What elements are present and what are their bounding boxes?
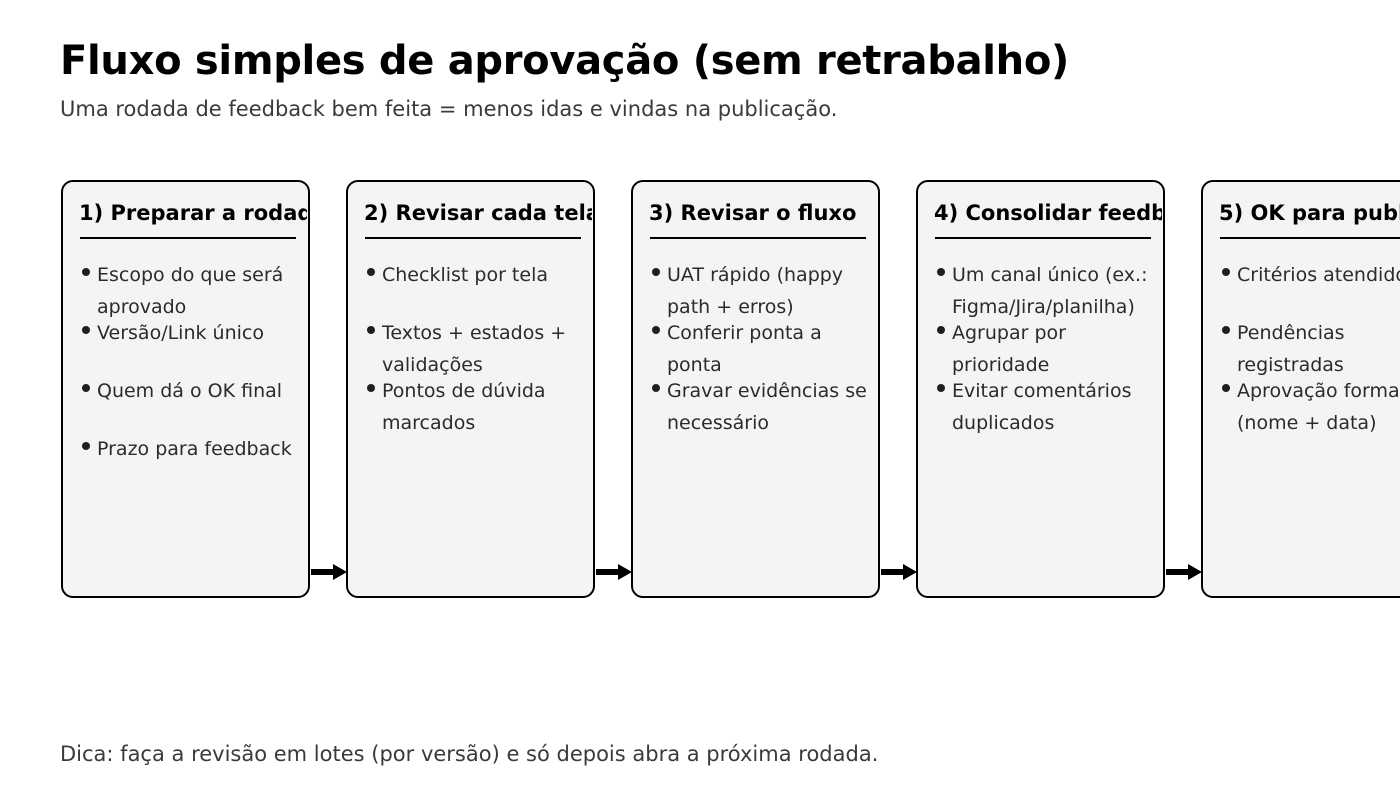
flow-step-divider (1220, 237, 1400, 239)
flow-step-bullet-label: Textos + estados + validações (382, 322, 567, 376)
flow-step-card-body: 5) OK para publicarCritérios atendidosPe… (1203, 182, 1400, 595)
flow-step-bullet: Gravar evidências se necessário (649, 375, 867, 439)
flow-step-bullet: Escopo do que será aprovado (79, 259, 297, 323)
flow-step-bullet-label: Conferir ponta a ponta (667, 322, 822, 376)
flow-step-bullet: Aprovação formal (nome + data) (1219, 375, 1400, 439)
flow-step-bullet: Prazo para feedback (79, 433, 297, 497)
flow-step-bullet-label: Evitar comentários duplicados (952, 380, 1132, 434)
flow-step-title: 2) Revisar cada tela (364, 201, 592, 225)
flow-step-divider (650, 237, 866, 239)
flow-step-title: 1) Preparar a rodada (79, 201, 307, 225)
flow-step-bullet: Textos + estados + validações (364, 317, 582, 381)
flow-step-card-body: 4) Consolidar feedback Um canal único (ex… (918, 182, 1162, 595)
page-subtitle: Uma rodada de feedback bem feita = menos… (60, 97, 838, 121)
bullet-dot-icon (652, 268, 660, 276)
flow-step-bullet-label: Critérios atendidos (1237, 264, 1400, 286)
flow-step-bullet: Critérios atendidos (1219, 259, 1400, 323)
flow-step-bullet: Pendências registradas (1219, 317, 1400, 381)
flow-step-bullet-label: Aprovação formal (nome + data) (1237, 380, 1400, 434)
bullet-dot-icon (1222, 268, 1230, 276)
bullet-dot-icon (367, 268, 375, 276)
flow-step-bullet: Evitar comentários duplicados (934, 375, 1152, 439)
flow-step-divider (80, 237, 296, 239)
bullet-dot-icon (652, 384, 660, 392)
flow-step-bullet-label: Pendências registradas (1237, 322, 1345, 376)
flow-step-card-5: 5) OK para publicarCritérios atendidosPe… (1201, 180, 1400, 598)
bullet-dot-icon (1222, 326, 1230, 334)
bullet-dot-icon (367, 384, 375, 392)
flow-step-title: 4) Consolidar feedback (934, 201, 1162, 225)
flow-step-bullet-label: Gravar evidências se necessário (667, 380, 867, 434)
flow-step-bullet-label: Agrupar por prioridade (952, 322, 1066, 376)
bullet-dot-icon (937, 268, 945, 276)
bullet-dot-icon (82, 326, 90, 334)
bullet-dot-icon (1222, 384, 1230, 392)
flow-step-title: 3) Revisar o fluxo (649, 201, 857, 225)
flow-step-bullet-list: Um canal único (ex.: Figma/Jira/planilha… (934, 259, 1152, 579)
bullet-dot-icon (652, 326, 660, 334)
bullet-dot-icon (82, 268, 90, 276)
bullet-dot-icon (82, 384, 90, 392)
arrow-right-icon (596, 564, 632, 580)
arrow-right-icon (1166, 564, 1202, 580)
bullet-dot-icon (367, 326, 375, 334)
flow-step-bullet-list: UAT rápido (happy path + erros)Conferir … (649, 259, 867, 579)
flow-step-bullet: Conferir ponta a ponta (649, 317, 867, 381)
arrow-right-icon (881, 564, 917, 580)
flow-step-bullet: Versão/Link único (79, 317, 297, 381)
flow-step-bullet: Pontos de dúvida marcados (364, 375, 582, 439)
flow-step-bullet: Checklist por tela (364, 259, 582, 323)
flow-step-bullet: UAT rápido (happy path + erros) (649, 259, 867, 323)
flow-step-bullet-label: Escopo do que será aprovado (97, 264, 284, 318)
flow-step-bullet-label: Um canal único (ex.: Figma/Jira/planilha… (952, 264, 1148, 318)
bullet-dot-icon (82, 442, 90, 450)
page-footnote: Dica: faça a revisão em lotes (por versã… (60, 742, 879, 766)
flow-step-divider (935, 237, 1151, 239)
flow-step-bullet-label: UAT rápido (happy path + erros) (667, 264, 844, 318)
flow-step-bullet: Agrupar por prioridade (934, 317, 1152, 381)
flow-step-bullet: Um canal único (ex.: Figma/Jira/planilha… (934, 259, 1152, 323)
flow-step-bullet-label: Prazo para feedback (97, 438, 292, 460)
page-title: Fluxo simples de aprovação (sem retrabal… (60, 38, 1070, 84)
bullet-dot-icon (937, 384, 945, 392)
arrow-right-icon (311, 564, 347, 580)
flow-step-bullet-label: Checklist por tela (382, 264, 548, 286)
flow-step-card-4: 4) Consolidar feedback Um canal único (ex… (916, 180, 1165, 598)
flow-step-bullet-label: Pontos de dúvida marcados (382, 380, 546, 434)
flow-step-divider (365, 237, 581, 239)
flow-step-bullet-label: Versão/Link único (97, 322, 264, 344)
flow-step-title: 5) OK para publicar (1219, 201, 1400, 225)
bullet-dot-icon (937, 326, 945, 334)
flow-step-bullet-label: Quem dá o OK final (97, 380, 283, 402)
flow-step-bullet: Quem dá o OK final (79, 375, 297, 439)
